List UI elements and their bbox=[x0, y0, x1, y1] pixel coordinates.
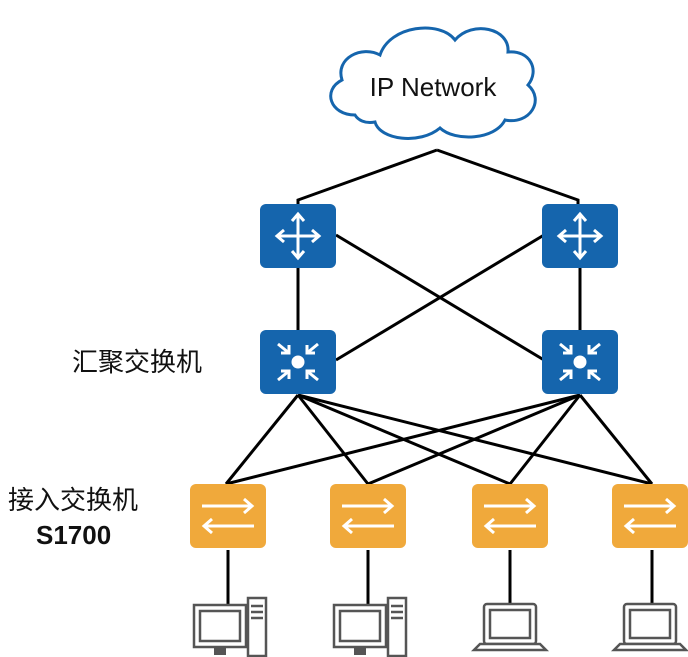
core-router-left bbox=[260, 204, 336, 268]
aggregation-switch-right bbox=[542, 330, 618, 394]
aggregation-layer-label: 汇聚交换机 bbox=[72, 348, 203, 378]
laptop-icon bbox=[610, 602, 688, 652]
access-switch-icon bbox=[201, 497, 255, 535]
access-switch-icon bbox=[341, 497, 395, 535]
access-switch-2 bbox=[330, 484, 406, 548]
access-switch-4 bbox=[612, 484, 688, 548]
layer3-switch-icon bbox=[277, 342, 319, 382]
desktop-pc-1 bbox=[192, 596, 268, 657]
desktop-pc-2 bbox=[332, 596, 408, 657]
link-agg-access-2 bbox=[296, 394, 370, 485]
cloud-label: IP Network bbox=[369, 72, 497, 102]
link-core-agg-cross-2 bbox=[335, 233, 545, 362]
cloud-icon bbox=[329, 26, 537, 140]
layer3-switch-icon bbox=[559, 342, 601, 382]
laptop-2 bbox=[610, 602, 688, 652]
link-cloud-core-left bbox=[296, 148, 438, 205]
router-icon bbox=[556, 211, 604, 261]
link-cloud-core-right bbox=[436, 148, 580, 205]
link-agg-access-1 bbox=[224, 394, 300, 485]
link-agg-access-5 bbox=[225, 393, 581, 486]
link-agg-access-8 bbox=[578, 394, 654, 485]
link-agg-access-7 bbox=[508, 394, 582, 485]
desktop-pc-icon bbox=[332, 596, 408, 657]
laptop-1 bbox=[470, 602, 550, 652]
access-switch-icon bbox=[623, 497, 677, 535]
access-switch-3 bbox=[472, 484, 548, 548]
router-icon bbox=[274, 211, 322, 261]
access-layer-label: 接入交换机 bbox=[8, 486, 139, 516]
aggregation-switch-left bbox=[260, 330, 336, 394]
links bbox=[224, 148, 654, 605]
link-agg-access-6 bbox=[367, 393, 581, 486]
access-switch-model-label: S1700 bbox=[36, 520, 112, 550]
desktop-pc-icon bbox=[192, 596, 268, 657]
access-switch-1 bbox=[190, 484, 266, 548]
access-switch-icon bbox=[483, 497, 537, 535]
laptop-icon bbox=[470, 602, 550, 652]
core-router-right bbox=[542, 204, 618, 268]
